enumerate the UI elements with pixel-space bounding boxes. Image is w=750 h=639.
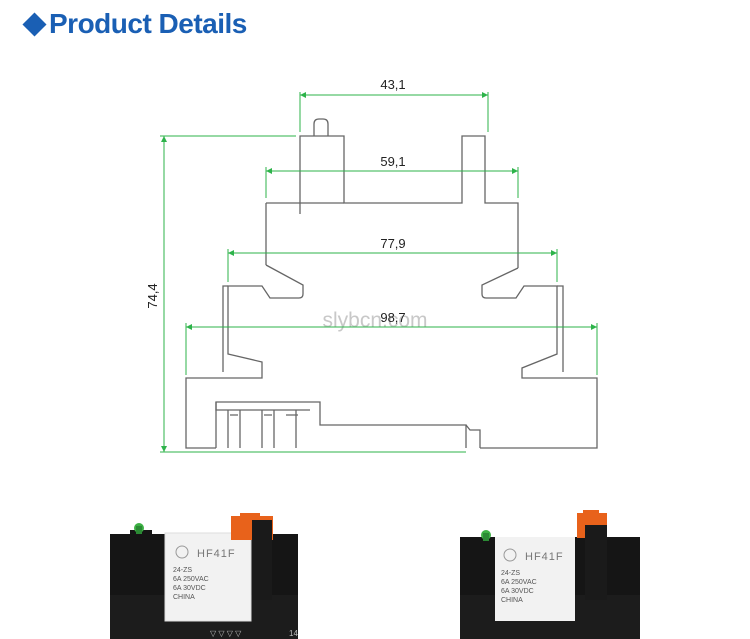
dim-width-2: 59,1 — [380, 154, 405, 169]
dim-width-4: 98,7 — [380, 310, 405, 325]
svg-text:▽ ▽ ▽ ▽: ▽ ▽ ▽ ▽ — [210, 629, 242, 638]
section-header: Product Details — [22, 6, 247, 42]
socket-outline — [185, 118, 598, 449]
svg-text:CHINA: CHINA — [173, 594, 195, 601]
product-photo-1: HF41F 24-ZS 6A 250VAC 6A 30VDC CHINA 14 … — [110, 513, 298, 639]
svg-text:CHINA: CHINA — [501, 597, 523, 604]
product-photo-2: HF41F 24-ZS 6A 250VAC 6A 30VDC CHINA — [460, 510, 640, 639]
svg-text:6A 250VAC: 6A 250VAC — [501, 579, 537, 586]
svg-text:6A 30VDC: 6A 30VDC — [501, 588, 534, 595]
svg-text:6A 250VAC: 6A 250VAC — [173, 576, 209, 583]
dim-height: 74,4 — [145, 283, 160, 308]
watermark: slybcn.com — [322, 309, 427, 332]
dimension-arrows — [161, 92, 597, 452]
svg-text:24-ZS: 24-ZS — [173, 567, 192, 574]
dim-width-1: 43,1 — [380, 77, 405, 92]
photo-1-terminal: 14 — [289, 629, 298, 638]
svg-text:24-ZS: 24-ZS — [501, 570, 520, 577]
dim-width-3: 77,9 — [380, 236, 405, 251]
svg-text:6A 30VDC: 6A 30VDC — [173, 585, 206, 592]
dimension-lines — [160, 92, 598, 453]
page-title: Product Details — [49, 8, 247, 39]
photo-1-brand: HF41F — [197, 548, 236, 560]
photo-2-brand: HF41F — [525, 551, 564, 563]
